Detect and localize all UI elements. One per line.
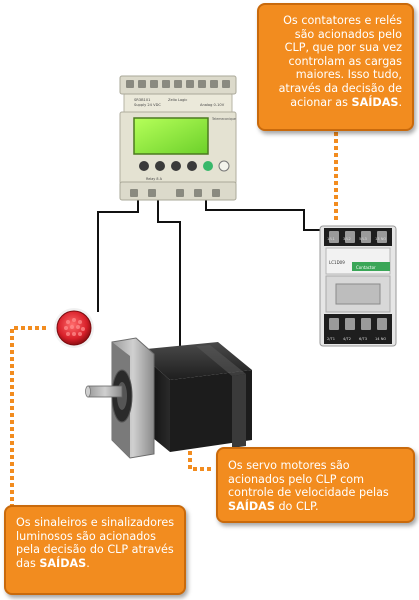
servo-shaft xyxy=(87,385,123,398)
plc-top-right-label: Analog 0-10V xyxy=(200,103,225,107)
plc-logo-label: Telemecanique xyxy=(211,117,236,121)
plc-buttons xyxy=(139,160,230,172)
contactor-model-label: LC1D09 xyxy=(329,260,345,265)
connector-servo xyxy=(188,451,214,471)
callout-contactors-text: Os contatores e relés são acionados pelo… xyxy=(278,14,402,109)
plc-top-mid-label: Zelio Logic xyxy=(168,98,187,102)
contactor-top-terminal-2: 3/L2 xyxy=(343,237,351,241)
signal-light xyxy=(54,308,94,348)
plc-supply-label: Supply 24 VDC xyxy=(134,103,161,107)
callout-signals-text: Os sinaleiros e sinalizadores luminosos … xyxy=(16,516,175,570)
callout-contactors-end: . xyxy=(398,95,402,109)
contactor-brand-label: Contactor xyxy=(356,265,376,270)
plc-relay-label: Relay 8 A xyxy=(146,177,163,181)
contactor-bottom-terminal-1: 2/T1 xyxy=(327,337,335,341)
callout-contactors-emphasis: SAÍDAS xyxy=(351,95,399,109)
wire-to-contactor xyxy=(205,200,330,231)
contactor: LC1D09 Contactor 1/L1 3/L2 5/L3 13 NO 2/… xyxy=(319,225,397,347)
contactor-top-terminal-4: 13 NO xyxy=(375,237,386,241)
contactor-top-terminal-1: 1/L1 xyxy=(327,237,335,241)
contactor-bottom-terminal-2: 4/T2 xyxy=(343,337,351,341)
servo-motor xyxy=(85,337,252,459)
contactor-bottom-terminal-4: 14 NO xyxy=(375,337,386,341)
wire-to-motor xyxy=(157,200,181,346)
callout-signals-end: . xyxy=(86,556,90,570)
callout-servo-emphasis: SAÍDAS xyxy=(228,499,275,513)
plc-model-label: SR3B101 xyxy=(134,98,150,102)
wire-to-signal-light xyxy=(97,200,139,312)
callout-signals-emphasis: SAÍDAS xyxy=(39,556,87,570)
callout-servo-end: do CLP. xyxy=(274,499,319,513)
plc-module: SR3B101 Supply 24 VDC Zelio Logic Analog… xyxy=(119,75,237,201)
contactor-brand-band xyxy=(352,262,390,271)
wires xyxy=(97,200,330,346)
plc-screen xyxy=(133,117,209,155)
callout-contactors: Os contatores e relés são acionados pelo… xyxy=(257,3,414,131)
connector-signals xyxy=(10,326,46,516)
callout-signals: Os sinaleiros e sinalizadores luminosos … xyxy=(4,505,186,595)
callout-servo: Os servo motores são acionados pelo CLP … xyxy=(216,447,415,523)
callout-servo-text: Os servo motores são acionados pelo CLP … xyxy=(228,459,389,500)
contactor-top-terminal-3: 5/L3 xyxy=(359,237,367,241)
contactor-bottom-terminal-3: 6/T3 xyxy=(359,337,367,341)
